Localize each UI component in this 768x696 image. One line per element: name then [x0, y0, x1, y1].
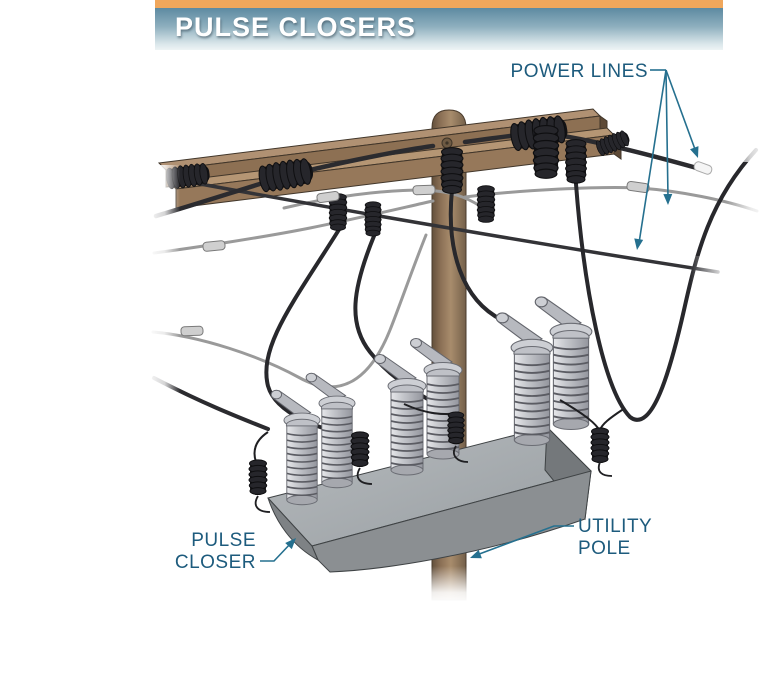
utility-pole-arrow [473, 525, 574, 557]
banner-orange-bar [155, 0, 723, 8]
arrowhead [285, 538, 296, 550]
callout-utility-pole: UTILITY POLE [470, 516, 652, 559]
callout-power-lines: POWER LINES [511, 61, 699, 250]
fade-overlays [146, 128, 768, 604]
pulse-closer-arrow [260, 541, 293, 562]
pulse-closer-label-line2: CLOSER [175, 552, 256, 573]
utility-pole-label-line1: UTILITY [578, 516, 652, 537]
page-title: PULSE CLOSERS [175, 12, 417, 42]
callout-pulse-closer: PULSE CLOSER [175, 530, 296, 573]
title-banner: PULSE CLOSERS [155, 0, 723, 50]
power-lines-arrows [638, 69, 697, 244]
utility-pole-label-line2: POLE [578, 538, 631, 559]
arrowhead [470, 549, 482, 559]
pigtail-connectors [248, 399, 613, 513]
arrowhead [663, 193, 673, 205]
pulse-closer-box [267, 425, 592, 573]
power-lines-label: POWER LINES [511, 61, 648, 82]
wire-sleeves [180, 161, 713, 337]
banner-gradient [155, 8, 723, 50]
arrowhead [690, 146, 699, 158]
pulse-closer-label-line1: PULSE [191, 530, 256, 551]
arrowhead [634, 238, 644, 250]
wire-end-cap [693, 161, 713, 175]
